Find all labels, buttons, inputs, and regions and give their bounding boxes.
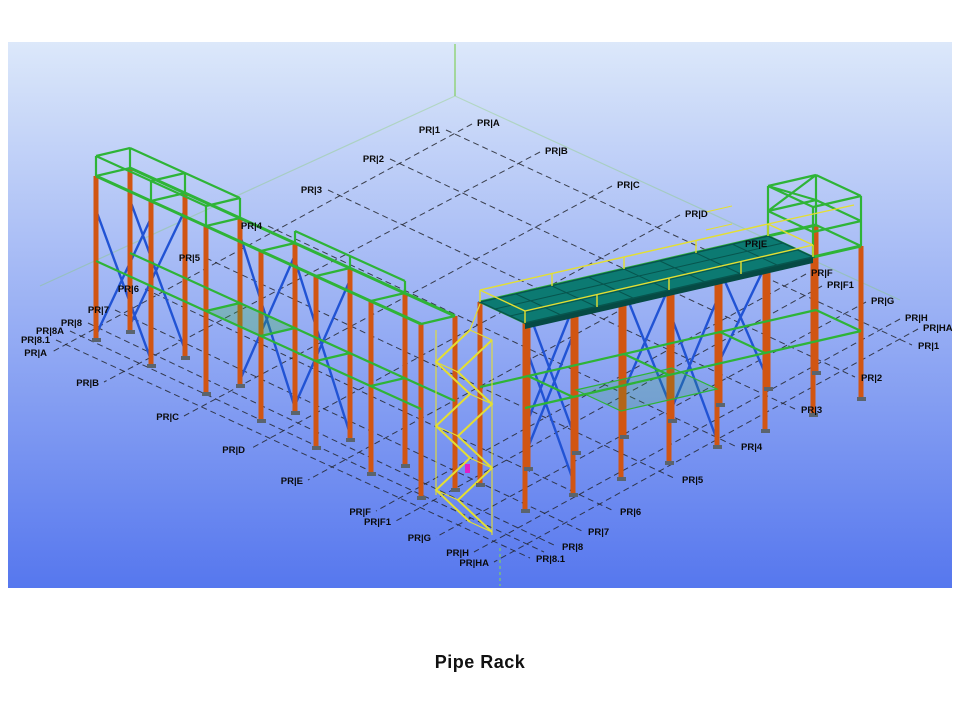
left-end-tower-frames xyxy=(94,146,242,226)
grid-label: PR|4 xyxy=(241,221,263,232)
grid-label: PR|5 xyxy=(179,253,201,264)
grid-label: PR|B xyxy=(545,146,568,157)
grid-label: PR|F1 xyxy=(364,517,392,528)
grid-line xyxy=(55,339,531,559)
platform-deck xyxy=(477,204,855,329)
grid-label: PR|7 xyxy=(588,527,609,538)
grid-label: PR|F xyxy=(811,268,833,279)
grid-line xyxy=(493,328,919,563)
access-ladder xyxy=(705,205,733,231)
stair-landings xyxy=(435,329,493,533)
grid-label: PR|A xyxy=(477,118,500,129)
grid-label: PR|D xyxy=(685,209,708,220)
grid-label: PR|2 xyxy=(363,154,384,165)
grid-labels-layer: PR|1PR|1PR|2PR|2PR|3PR|3PR|4PR|4PR|5PR|5… xyxy=(21,118,952,569)
right-wing-lower-platform xyxy=(574,367,719,412)
grid-label: PR|8 xyxy=(562,542,583,553)
left-wing-platform xyxy=(203,302,298,337)
stair-accent-marker xyxy=(465,464,470,473)
grid-label: PR|2 xyxy=(861,373,882,384)
grid-line xyxy=(103,151,541,383)
grid-line xyxy=(205,257,677,480)
grid-lines-layer xyxy=(51,123,919,563)
grid-label: PR|3 xyxy=(801,405,822,416)
grid-label: PR|A xyxy=(24,348,47,359)
grid-label: PR|E xyxy=(745,239,767,250)
grid-label: PR|6 xyxy=(620,507,641,518)
grid-label: PR|1 xyxy=(918,341,940,352)
pipe-rack-3d-view: PR|1PR|1PR|2PR|2PR|3PR|3PR|4PR|4PR|5PR|5… xyxy=(21,44,952,586)
grid-label: PR|4 xyxy=(741,442,763,453)
grid-label: PR|3 xyxy=(301,185,322,196)
grid-line xyxy=(144,288,615,512)
deck-side-face xyxy=(525,257,813,329)
grid-label: PR|D xyxy=(222,445,245,456)
right-end-tower-frames xyxy=(766,173,863,257)
ladder-cage-rails xyxy=(705,205,733,231)
grid-line xyxy=(87,322,557,547)
grid-label: PR|1 xyxy=(419,125,441,136)
caption: Pipe Rack xyxy=(434,652,526,672)
grid-label: PR|8.1 xyxy=(21,335,51,346)
grid-line xyxy=(69,330,545,553)
grid-label: PR|G xyxy=(871,296,894,307)
column-base-plates xyxy=(92,330,866,513)
grid-label: PR|8 xyxy=(61,318,82,329)
grid-label: PR|HA xyxy=(459,558,489,569)
grid-line xyxy=(435,301,867,538)
grid-label: PR|7 xyxy=(88,305,109,316)
grid-label: PR|H xyxy=(905,313,928,324)
grid-line xyxy=(249,214,681,450)
grid-line xyxy=(267,225,736,447)
pipe-rack-structure xyxy=(92,146,866,535)
grid-label: PR|HA xyxy=(923,323,952,334)
right-wing-mid-beams xyxy=(479,308,862,410)
grid-label: PR|F xyxy=(349,507,371,518)
stair-frame-posts xyxy=(435,303,493,535)
grid-line xyxy=(183,185,613,417)
grid-line xyxy=(389,158,856,378)
grid-line xyxy=(445,129,913,346)
grid-line xyxy=(327,189,796,410)
world-axis-lines xyxy=(39,44,901,586)
grid-label: PR|5 xyxy=(682,475,704,486)
deck-grid-lines xyxy=(494,242,799,317)
left-wing-top-stubs xyxy=(293,229,407,293)
grid-label: PR|C xyxy=(617,180,640,191)
stair-tower xyxy=(434,303,494,535)
grid-label: PR|C xyxy=(156,412,179,423)
deck-handrails xyxy=(479,204,855,323)
grid-label: PR|B xyxy=(76,378,99,389)
grid-label: PR|E xyxy=(281,476,303,487)
grid-label: PR|H xyxy=(446,548,469,559)
left-wing-transverse-beams xyxy=(95,166,456,326)
grid-label: PR|6 xyxy=(118,284,139,295)
grid-label: PR|8A xyxy=(36,326,64,337)
grid-label: PR|F1 xyxy=(827,280,855,291)
grid-line xyxy=(114,309,583,532)
grid-label: PR|G xyxy=(408,533,431,544)
grid-line xyxy=(473,318,901,553)
blue-bracing xyxy=(94,199,770,481)
grid-label: PR|8.1 xyxy=(536,554,566,565)
